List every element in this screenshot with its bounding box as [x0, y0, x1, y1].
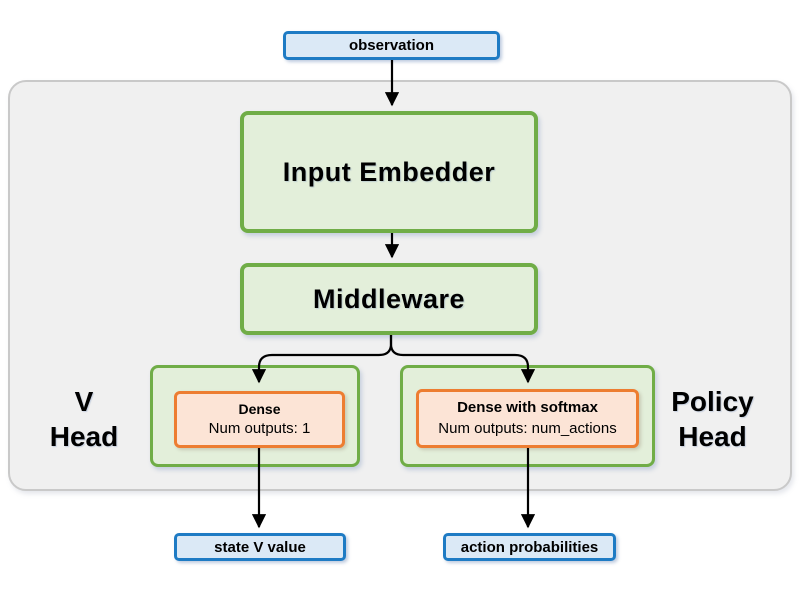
state-v-value-label: state V value [214, 538, 306, 556]
policy-head-label-line1: Policy [671, 386, 754, 417]
policy-head-dense-subtitle: Num outputs: num_actions [438, 419, 617, 437]
v-head-dense-subtitle: Num outputs: 1 [208, 419, 311, 437]
v-head-label-line2: Head [49, 421, 119, 452]
action-probabilities-label: action probabilities [460, 538, 599, 556]
observation-node: observation [283, 31, 500, 60]
middleware-node: Middleware [240, 263, 538, 335]
v-head-label: V Head [29, 384, 139, 454]
v-head-dense-node: Dense Num outputs: 1 [174, 391, 345, 448]
input-embedder-label: Input Embedder [282, 156, 496, 187]
state-v-value-node: state V value [174, 533, 346, 561]
observation-label: observation [348, 37, 435, 54]
policy-head-dense-title: Dense with softmax [457, 399, 598, 417]
v-head-label-line1: V [74, 386, 94, 417]
policy-head-label: Policy Head [650, 384, 775, 454]
policy-head-dense-node: Dense with softmax Num outputs: num_acti… [416, 389, 639, 448]
v-head-dense-title: Dense [238, 400, 281, 417]
policy-head-label-line2: Head [678, 421, 747, 452]
middleware-label: Middleware [312, 283, 466, 314]
input-embedder-node: Input Embedder [240, 111, 538, 233]
action-probabilities-node: action probabilities [443, 533, 616, 561]
